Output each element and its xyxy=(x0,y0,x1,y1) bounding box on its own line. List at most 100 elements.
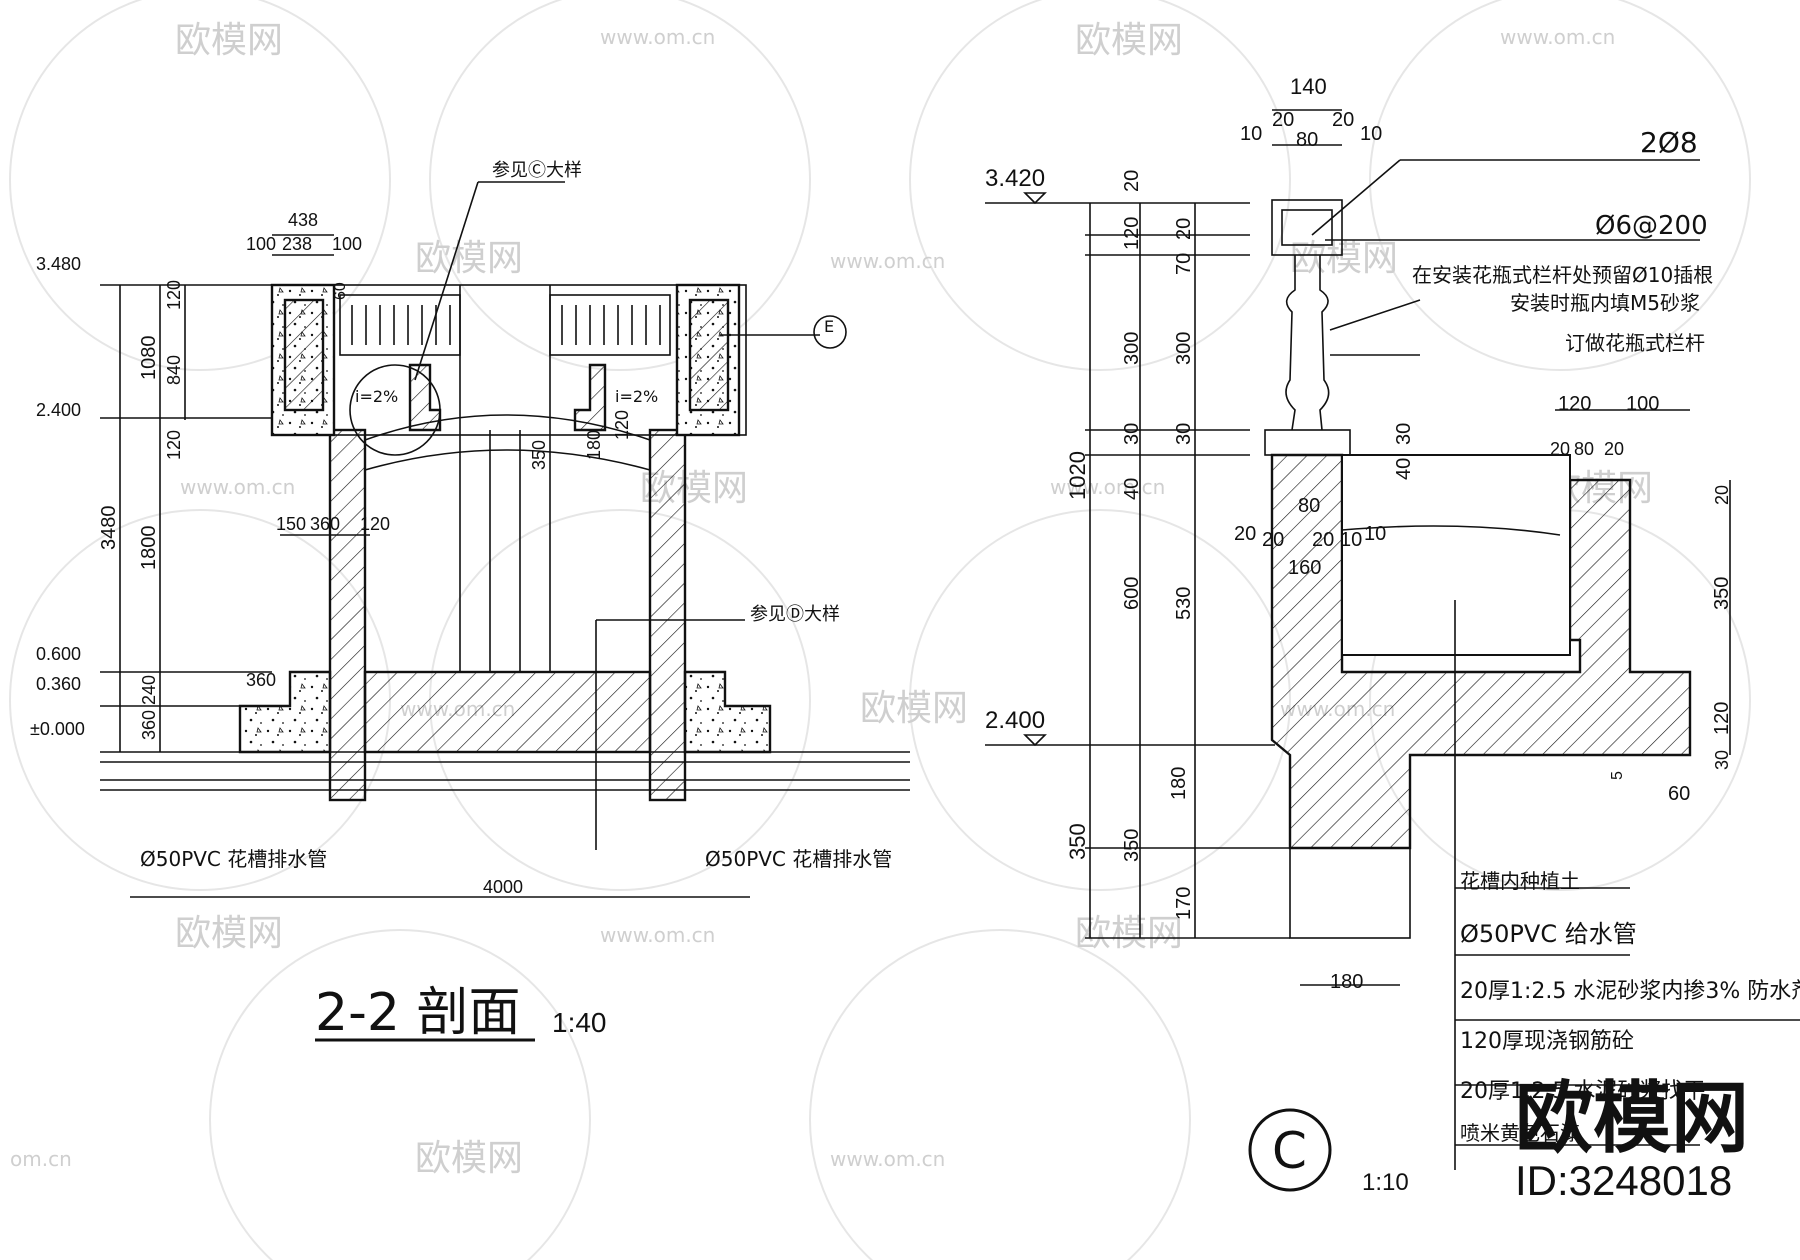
dim-label: 840 xyxy=(164,355,184,385)
note-mortar: 安装时瓶内填M5砂浆 xyxy=(1510,291,1700,315)
dim-label: 180 xyxy=(1168,767,1190,800)
watermark-url: www.om.cn xyxy=(830,249,945,273)
dim-label: 120 xyxy=(164,280,184,310)
arch xyxy=(364,414,651,441)
note-baluster: 订做花瓶式栏杆 xyxy=(1565,331,1705,355)
dim-label: 600 xyxy=(1121,577,1143,610)
dim-label: 20 xyxy=(1550,439,1570,459)
dim-total: 4000 xyxy=(483,877,523,897)
watermark-url: www.om.cn xyxy=(1050,475,1165,499)
note-layer: 20厚1:2.5 水泥砂浆找平 xyxy=(1460,1079,1705,1104)
column-right-wall xyxy=(648,428,687,802)
dim-label: 350 xyxy=(1121,829,1143,862)
dim-label: 180 xyxy=(584,430,604,460)
dim-label: 300 xyxy=(1173,332,1195,365)
callout-d: 参见Ⓓ大样 xyxy=(750,604,840,625)
note-rebar: 2Ø8 xyxy=(1640,126,1698,159)
elevation-label: ±0.000 xyxy=(30,719,85,739)
dim-label: 80 xyxy=(1298,495,1320,517)
baluster-cap xyxy=(1271,199,1343,256)
watermark-brand: 欧模网 xyxy=(860,688,968,729)
dim-label: 238 xyxy=(282,234,312,254)
watermark-url: www.om.cn xyxy=(180,475,295,499)
dim-label: 120 xyxy=(612,410,632,440)
note-layer: 喷米黄色石漆 xyxy=(1460,1121,1580,1145)
watermark-brand: 欧模网 xyxy=(415,238,523,279)
watermark-brand: 欧模网 xyxy=(1075,20,1183,61)
step-right xyxy=(683,670,772,754)
dim-label: 10 xyxy=(1360,123,1382,145)
watermark-url: www.om.cn xyxy=(1500,25,1615,49)
left-section-drawing xyxy=(100,181,910,898)
pipe-label-left: Ø50PVC 花槽排水管 xyxy=(140,847,327,871)
note-layer: Ø50PVC 给水管 xyxy=(1460,920,1637,948)
elevation-label: 3.420 xyxy=(985,165,1045,192)
watermark-url: www.om.cn xyxy=(830,1147,945,1171)
model-id: ID:3248018 xyxy=(1515,1157,1732,1204)
watermark-url: www.om.cn xyxy=(600,25,715,49)
callout-c: 参见Ⓒ大样 xyxy=(492,160,582,181)
dim-label: 30 xyxy=(1712,750,1732,770)
dim-label: 30 xyxy=(1121,423,1143,445)
dim-label: 170 xyxy=(1173,887,1195,920)
dim-label: 20 xyxy=(1121,170,1143,192)
dim-label: 120 xyxy=(360,514,390,534)
dim-label: 10 xyxy=(1240,123,1262,145)
note-dowel: 在安装花瓶式栏杆处预留Ø10插根 xyxy=(1412,263,1713,287)
watermark-url: om.cn xyxy=(10,1147,72,1171)
elevation-label: 0.600 xyxy=(36,644,81,664)
watermark-url: www.om.cn xyxy=(600,923,715,947)
dim-label: 20 xyxy=(1234,523,1256,545)
dim-label: 530 xyxy=(1173,587,1195,620)
dim-label: 10 xyxy=(1364,523,1386,545)
planter-slab xyxy=(363,670,652,754)
dim-label: 360 xyxy=(310,514,340,534)
dim-label: 70 xyxy=(1173,253,1195,275)
note-layer: 120厚现浇钢筋砼 xyxy=(1460,1029,1634,1054)
elevation-label: 0.360 xyxy=(36,674,81,694)
planter-soil xyxy=(1341,454,1571,656)
dim-label: 20 xyxy=(1272,109,1294,131)
dim-label: 40 xyxy=(1393,458,1415,480)
dim-label: 438 xyxy=(288,210,318,230)
dim-label: 20 xyxy=(1604,439,1624,459)
detail-c-drawing xyxy=(985,109,1800,1192)
column-left-wall xyxy=(328,428,367,802)
dim-label: 20 xyxy=(1262,529,1284,551)
dim-label: 100 xyxy=(246,234,276,254)
dim-label: 240 xyxy=(139,675,159,705)
dim-label: 40 xyxy=(1121,478,1143,500)
dim-label: 120 xyxy=(1558,393,1591,415)
dim-label: 20 xyxy=(1332,109,1354,131)
dim-label: 30 xyxy=(1393,423,1415,445)
dim-label: 30 xyxy=(1173,423,1195,445)
dim-label: 3480 xyxy=(98,506,120,551)
dim-label: 20 xyxy=(1712,485,1732,505)
dim-label: 350 xyxy=(1065,823,1090,860)
detail-c-marker xyxy=(1248,1108,1332,1192)
dim-label: 150 xyxy=(276,514,306,534)
dim-label: 350 xyxy=(1711,577,1733,610)
detail-c-label: C xyxy=(1272,1122,1307,1180)
left-section-labels: 参见Ⓒ大样 参见Ⓓ大样 i=2% i=2% E 3.480 2.400 0.60… xyxy=(30,160,892,1043)
dim-label: 80 xyxy=(1296,129,1318,151)
dim-label: 160 xyxy=(1288,557,1321,579)
detail-c-labels: 3.420 2.400 140 10 20 80 20 10 1020 350 … xyxy=(985,74,1800,1196)
section-scale: 1:40 xyxy=(552,1007,607,1038)
note-stirrup: Ø6@200 xyxy=(1595,211,1708,241)
elevation-label: 2.400 xyxy=(985,707,1045,734)
dim-label: 10 xyxy=(1340,529,1362,551)
brand-logo-text: 欧模网 xyxy=(1515,1074,1749,1164)
dim-label: 140 xyxy=(1290,74,1327,99)
elevation-label: 2.400 xyxy=(36,400,81,420)
dim-label: 1020 xyxy=(1065,451,1090,500)
dim-bottom: 180 xyxy=(1330,971,1363,993)
dim-label: 360 xyxy=(246,670,276,690)
watermark-brand: 欧模网 xyxy=(175,20,283,61)
dim-label: 1080 xyxy=(138,336,160,381)
dim-label: 20 xyxy=(1312,529,1334,551)
elevation-label: 3.480 xyxy=(36,254,81,274)
section-e-marker xyxy=(813,315,847,349)
dim-label: 1800 xyxy=(138,526,160,571)
